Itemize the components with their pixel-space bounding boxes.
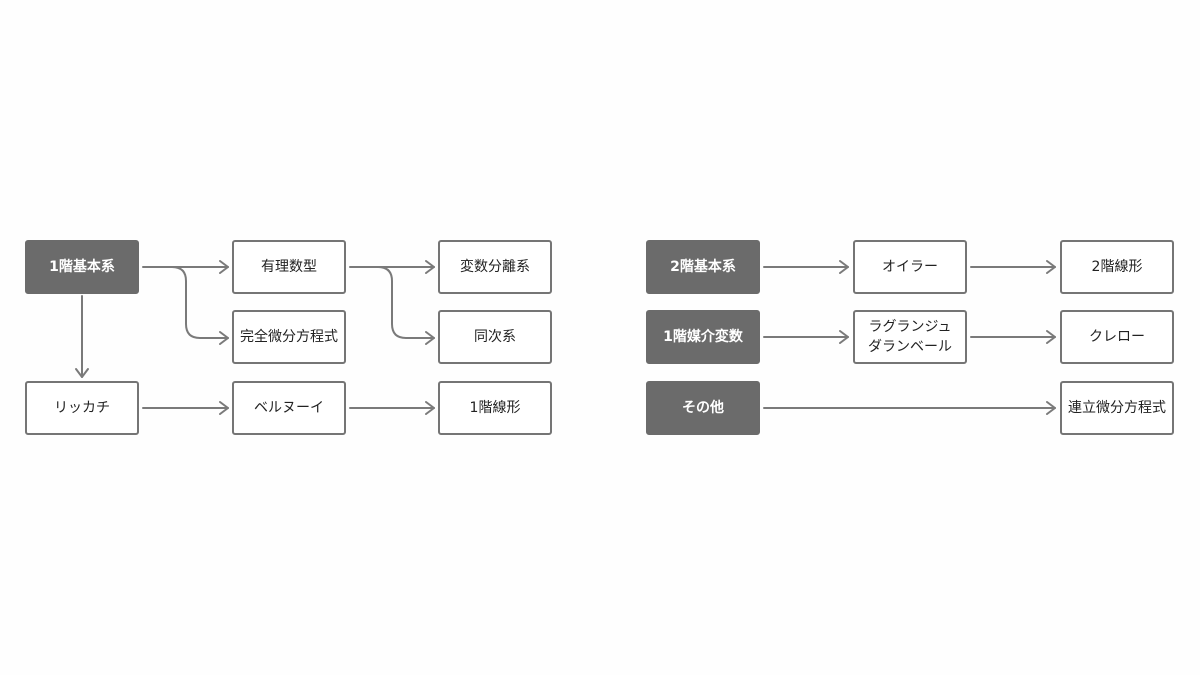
node-label: 2階線形 bbox=[1091, 259, 1143, 275]
node-first-order-basic: 1階基本系 bbox=[25, 240, 139, 294]
arrow-basic-to-rational bbox=[142, 260, 229, 274]
node-label: リッカチ bbox=[54, 400, 110, 416]
node-second-order-basic: 2階基本系 bbox=[646, 240, 760, 294]
node-bernoulli: ベルヌーイ bbox=[232, 381, 346, 435]
node-second-order-linear: 2階線形 bbox=[1060, 240, 1174, 294]
node-euler: オイラー bbox=[853, 240, 967, 294]
arrow-basic-to-riccati bbox=[75, 295, 89, 378]
node-label: 2階基本系 bbox=[670, 259, 736, 275]
node-rational: 有理数型 bbox=[232, 240, 346, 294]
node-other: その他 bbox=[646, 381, 760, 435]
arrow-rational-to-separable bbox=[349, 260, 435, 274]
node-first-order-linear: 1階線形 bbox=[438, 381, 552, 435]
node-label-line2: ダランベール bbox=[868, 339, 952, 355]
node-label: 変数分離系 bbox=[460, 259, 530, 275]
arrow-lagrange-to-clairaut bbox=[970, 330, 1056, 344]
node-clairaut: クレロー bbox=[1060, 310, 1174, 364]
node-label: 連立微分方程式 bbox=[1068, 400, 1166, 416]
arrow-second-basic-to-euler bbox=[763, 260, 849, 274]
node-label: その他 bbox=[682, 400, 724, 416]
node-label-line1: ラグランジュ bbox=[868, 319, 952, 335]
arrow-parametric-to-lagrange bbox=[763, 330, 849, 344]
node-lagrange-dalembert: ラグランジュ ダランベール bbox=[853, 310, 967, 364]
arrow-bernoulli-to-linear bbox=[349, 401, 435, 415]
node-label: 完全微分方程式 bbox=[240, 329, 338, 345]
node-label: 有理数型 bbox=[261, 259, 317, 275]
node-separable: 変数分離系 bbox=[438, 240, 552, 294]
arrow-other-to-simultaneous bbox=[763, 401, 1056, 415]
node-label: 同次系 bbox=[474, 329, 516, 345]
arrow-euler-to-second-linear bbox=[970, 260, 1056, 274]
node-label: 1階線形 bbox=[469, 400, 521, 416]
node-homogeneous: 同次系 bbox=[438, 310, 552, 364]
node-label: クレロー bbox=[1089, 329, 1145, 345]
node-label: ベルヌーイ bbox=[254, 400, 324, 416]
node-first-order-parametric: 1階媒介変数 bbox=[646, 310, 760, 364]
arrow-basic-to-exact bbox=[171, 266, 229, 345]
node-label: 1階基本系 bbox=[49, 259, 115, 275]
node-simultaneous: 連立微分方程式 bbox=[1060, 381, 1174, 435]
node-label: オイラー bbox=[882, 259, 938, 275]
node-exact: 完全微分方程式 bbox=[232, 310, 346, 364]
node-label: 1階媒介変数 bbox=[663, 329, 743, 345]
arrow-rational-to-homogeneous bbox=[377, 266, 435, 345]
arrow-riccati-to-bernoulli bbox=[142, 401, 229, 415]
node-riccati: リッカチ bbox=[25, 381, 139, 435]
